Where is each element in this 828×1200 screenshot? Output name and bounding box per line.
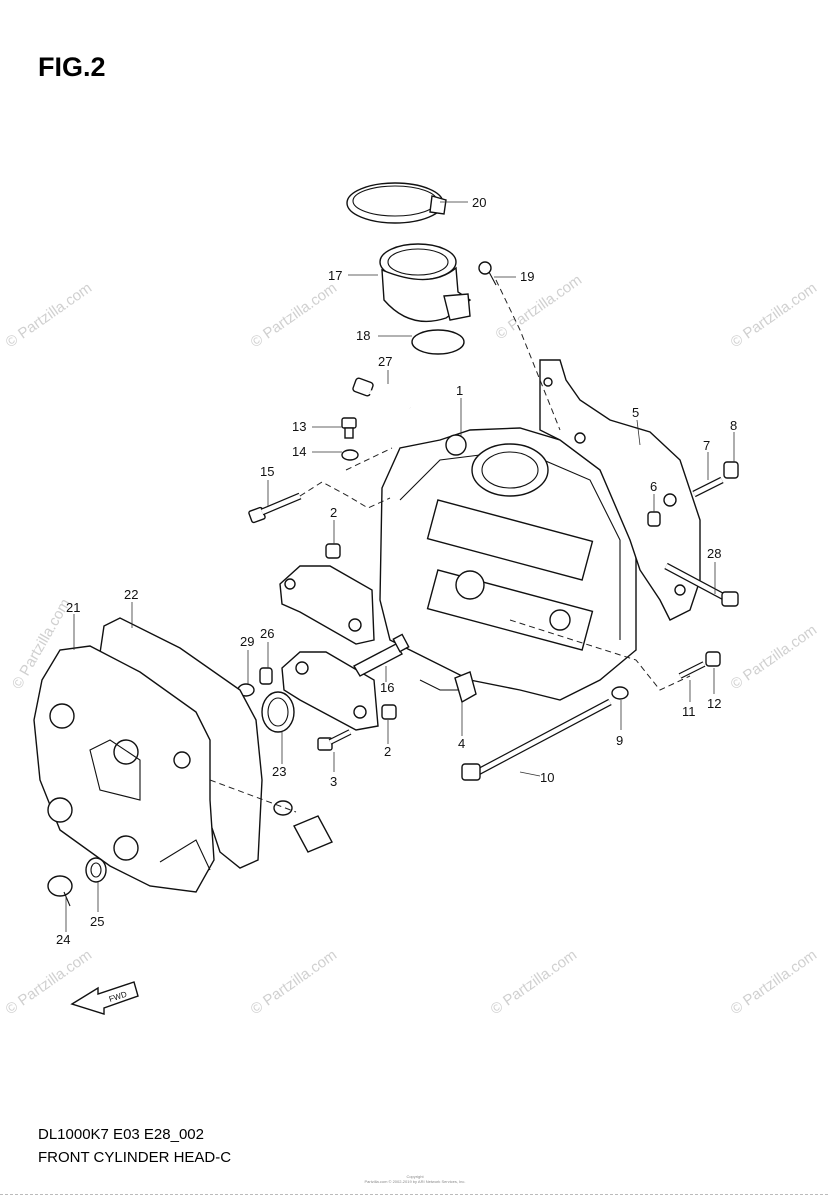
callout-26: 26: [260, 626, 274, 641]
cylinder-head-bolt: [352, 377, 411, 410]
copyright-line: Partzilla.com © 2002-2019 by ARI Network…: [364, 1179, 466, 1184]
bolt: [248, 492, 302, 524]
callout-12: 12: [707, 696, 721, 711]
cylinder-head: [379, 427, 637, 701]
callout-19: 19: [520, 269, 534, 284]
gasket-washer: [85, 857, 107, 883]
callout-16: 16: [380, 680, 394, 695]
watermark: © Partzilla.com: [728, 946, 821, 1018]
screw: [478, 261, 497, 286]
hose-clamp: [346, 182, 447, 224]
bottom-rule: [0, 1194, 828, 1195]
callout-2: 2: [330, 505, 337, 520]
callout-8: 8: [730, 418, 737, 433]
callout-3: 3: [330, 774, 337, 789]
dowel-pin: [259, 667, 273, 685]
callout-labels: 20 17 19 18 27 1 5 7 8 13 14 15 2 6 28 2…: [56, 195, 737, 947]
callout-23: 23: [272, 764, 286, 779]
intake-pipe: [379, 243, 472, 323]
dowel-pin: [381, 704, 397, 720]
watermark: © Partzilla.com: [728, 279, 821, 351]
assembly-lines: [209, 279, 691, 813]
callout-4: 4: [458, 736, 465, 751]
callout-15: 15: [260, 464, 274, 479]
o-ring: [411, 329, 465, 355]
bolt: [317, 729, 352, 751]
callout-6: 6: [650, 479, 657, 494]
cap: [454, 671, 477, 704]
callout-7: 7: [703, 438, 710, 453]
callout-13: 13: [292, 419, 306, 434]
washer: [341, 449, 359, 461]
dowel-pin: [647, 511, 661, 527]
dowel-pin: [325, 543, 341, 559]
watermark: © Partzilla.com: [248, 279, 341, 351]
spark-plug: [353, 633, 410, 677]
callout-17: 17: [328, 268, 342, 283]
leader-lines: [65, 201, 735, 932]
callout-10: 10: [540, 770, 554, 785]
callout-1: 1: [456, 383, 463, 398]
plug: [293, 815, 333, 853]
callout-29: 29: [240, 634, 254, 649]
cylinder-head-gasket: [539, 359, 701, 621]
watermark: © Partzilla.com: [488, 946, 581, 1018]
callout-24: 24: [56, 932, 70, 947]
cap-nut: [723, 461, 739, 479]
callout-18: 18: [356, 328, 370, 343]
callout-28: 28: [707, 546, 721, 561]
washer: [611, 686, 629, 700]
nut: [705, 651, 721, 667]
stud-bolt: [678, 661, 706, 679]
callout-22: 22: [124, 587, 138, 602]
camshaft-holder: [281, 651, 379, 731]
figure-title: FIG.2: [38, 52, 106, 82]
watermark: © Partzilla.com: [3, 279, 96, 351]
oil-seal: [261, 691, 295, 733]
callout-20: 20: [472, 195, 486, 210]
callout-11: 11: [682, 704, 696, 719]
callout-21: 21: [66, 600, 80, 615]
cylinder-head-bolt: [461, 698, 612, 781]
callout-25: 25: [90, 914, 104, 929]
watermark: © Partzilla.com: [728, 621, 821, 693]
callout-2b: 2: [384, 744, 391, 759]
model-code: DL1000K7 E03 E28_002: [38, 1126, 204, 1143]
bolt: [664, 562, 739, 607]
o-ring: [273, 800, 293, 816]
section-name: FRONT CYLINDER HEAD-C: [38, 1149, 232, 1166]
callout-9: 9: [616, 733, 623, 748]
copyright-line: Copyright: [406, 1174, 424, 1179]
callout-27: 27: [378, 354, 392, 369]
watermark: © Partzilla.com: [248, 946, 341, 1018]
forward-arrow-icon: FWD: [70, 981, 139, 1015]
cover-bolt: [47, 875, 73, 907]
copyright-notice: Copyright Partzilla.com © 2002-2019 by A…: [330, 1174, 500, 1184]
plug-bolt: [341, 417, 357, 439]
camshaft-holder: [279, 565, 375, 645]
nut-stud: [692, 476, 724, 498]
callout-14: 14: [292, 444, 306, 459]
callout-5: 5: [632, 405, 639, 420]
watermark: © Partzilla.com: [493, 271, 586, 343]
cylinder-head-cover: [33, 645, 215, 893]
